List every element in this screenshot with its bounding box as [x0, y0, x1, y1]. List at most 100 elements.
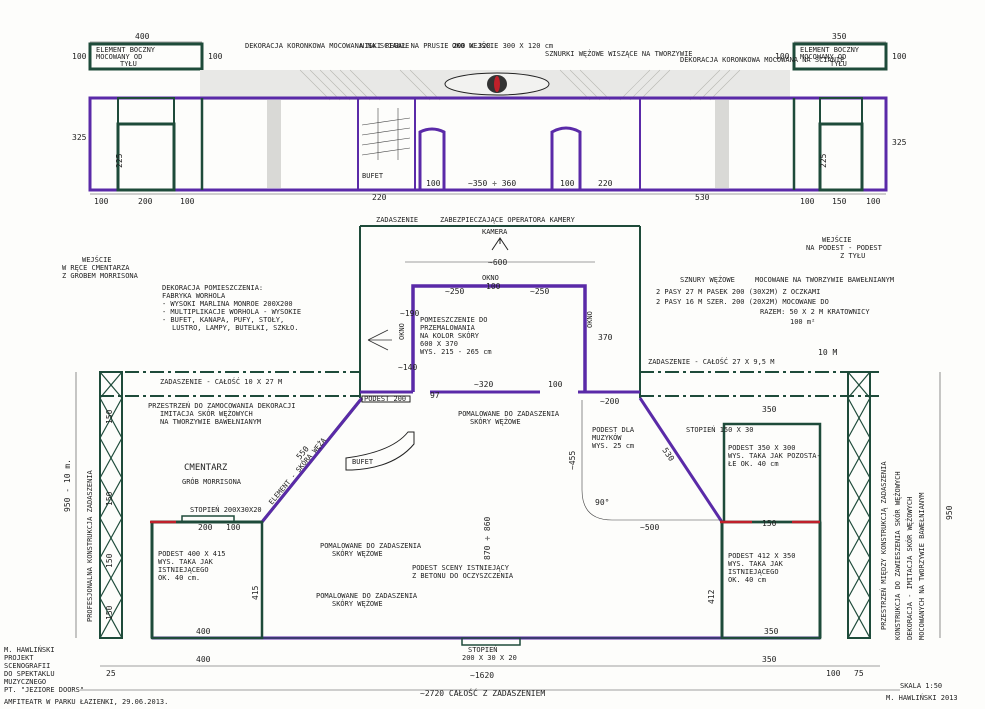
podest-left-1: PODEST 400 X 415 [158, 550, 225, 558]
decor-note-3: - WYSOKI MARLINA MONROE 200X200 [162, 300, 293, 308]
right-entrance-3: Z TYŁU [840, 252, 865, 260]
right-block-height-dim-2: 100 [892, 52, 907, 61]
footer-line: DO SPEKTAKLU [4, 670, 55, 678]
height-left-dim: 325 [72, 133, 87, 142]
paint-room [411, 284, 587, 392]
space-note-2: IMITACJA SKÓR WĘŻOWYCH [160, 409, 253, 418]
right-door-top [819, 97, 863, 125]
dim-140: ~140 [398, 363, 417, 372]
bottom-dim: 100 [94, 197, 109, 206]
grave-label: CMENTARZ [184, 463, 228, 473]
room-note-3: NA KOLOR SKÓRY [420, 331, 480, 340]
snake-note: ELEMENT - SKÓRA WĘŻA [267, 435, 329, 506]
shelves-icon [361, 108, 411, 160]
right-element-label: ELEMENT BOCZNY [800, 46, 860, 54]
roof-note-prefix: ZADASZENIE [376, 216, 418, 224]
left-truss [99, 371, 123, 639]
right-entrance-1: WEJŚCIE [822, 235, 852, 244]
decor-note-5: - BUFET, KANAPA, PUFY, STOŁY, [162, 316, 284, 324]
bottom-dim: 200 [138, 197, 153, 206]
roof-note: ZABEZPIECZAJĄCE OPERATORA KAMERY [440, 216, 576, 224]
dim-200-c: 200 [198, 523, 213, 532]
decor-column-left [267, 100, 281, 188]
music-1: PODEST DLA [592, 426, 635, 434]
decor-note-6: LUSTRO, LAMPY, BUTELKI, SZKŁO. [172, 324, 298, 332]
left-entrance-2: W RĘCE CMENTARZA [62, 264, 130, 272]
right-element-label-2: MOCOWANY OD [800, 53, 846, 61]
truss-dim: 150 [105, 605, 114, 620]
dim-100-a: 100 [426, 179, 441, 188]
podest-left-4: OK. 40 cm. [158, 574, 200, 582]
truss-dim: 150 [105, 553, 114, 568]
dim-100-c: 100 [548, 380, 563, 389]
paint-note-bottom-1: POMALOWANE DO ZADASZENIA [316, 592, 418, 600]
podest-right-2: WYS. TAKA JAK POZOSTA- [728, 452, 821, 460]
stopien-bottom [461, 637, 521, 646]
camera-label: KAMERA [482, 228, 508, 236]
space-note-1: PRZESTRZEŃ DO ZAMOCOWANIA DEKORACJI [148, 401, 296, 410]
elevation-view: ELEMENT BOCZNY MOCOWANY OD TYŁU ELEMENT … [72, 32, 907, 206]
side-window-right: OKNO [586, 311, 594, 328]
bottom-plan-dim: 400 [196, 655, 211, 664]
elevation-frame [88, 96, 888, 192]
stage-right-diagonal [638, 397, 724, 523]
decor-note-2: FABRYKA WORHOLA [162, 292, 226, 300]
decor-note-1: DEKORACJA POMIESZCZENIA: [162, 284, 263, 292]
entrance-arrow-icon [367, 329, 392, 351]
grave-label-2: GRÓB MORRISONA [182, 477, 242, 486]
paint-note-1: POMALOWANE DO ZADASZENIA [458, 410, 560, 418]
plan-bufet-label: BUFET [352, 458, 374, 466]
truss-dim: 150 [105, 491, 114, 506]
center-note-1: PODEST SCENY ISTNIEJĄCY [412, 564, 510, 572]
inner-height-left: 225 [115, 153, 124, 168]
dim-400: 400 [196, 627, 211, 636]
paint-note-left-1: POMALOWANE DO ZADASZENIA [320, 542, 422, 550]
window-label: OKNO [482, 274, 499, 282]
dim-200-a: ~200 [600, 397, 619, 406]
music-2: MUZYKÓW [592, 433, 622, 442]
footer-line: AMFITEATR W PARKU ŁAZIENKI, 29.06.2013. [4, 698, 168, 706]
left-arch [418, 127, 446, 190]
bottom-plan-dim: 25 [106, 669, 116, 678]
dim-100-e: 100 [226, 523, 241, 532]
room-note-2: PRZEMALOWANIA [420, 324, 476, 332]
left-entrance-1: WEJŚCIE [82, 255, 112, 264]
podest-top-label: PODEST 200 [364, 395, 406, 403]
dim-870: 870 ÷ 860 [483, 516, 492, 560]
left-entrance-3: Z GROBEM MORRISONA [62, 272, 139, 280]
dim-150-a: 150 [762, 519, 777, 528]
right-entrance-2: NA PODEST - PODEST [806, 244, 883, 252]
signature: M. HAWLIŃSKI 2013 [886, 693, 958, 702]
paint-note-left-2: SKÓRY WĘŻOWE [332, 549, 383, 558]
left-element-label: ELEMENT BOCZNY [96, 46, 156, 54]
dim-350-a: 350 [762, 405, 777, 414]
inner-height-right: 225 [819, 153, 828, 168]
bottom-plan-dim: 350 [762, 655, 777, 664]
bufet-shape [345, 431, 415, 471]
footer-line: SCENOGRAFII [4, 662, 50, 670]
scale-label: SKALA 1:50 [900, 682, 942, 690]
bottom-dim: 100 [866, 197, 881, 206]
elevation-bufet-label: BUFET [362, 172, 384, 180]
roof-right-m: 10 M [818, 348, 837, 357]
dim-250-b: ~250 [530, 287, 549, 296]
left-truss-label: PROFESJONALNA KONSTRUKCJA ZADASZENIA [86, 469, 94, 622]
footer-line: MUZYCZNEGO [4, 678, 46, 686]
bottom-dim: 100 [180, 197, 195, 206]
podest-right-3: ŁE OK. 40 cm [727, 460, 779, 468]
dim-530: 530 [695, 193, 710, 202]
right-element-label-3: TYŁU [830, 60, 847, 68]
shelves-note: NISKI REGAŁ NA PRUSIE 200 X 320 [360, 42, 491, 50]
dim-97: 97 [430, 391, 440, 400]
podest-br-4: OK. 40 cm [728, 576, 766, 584]
dim-415: 415 [251, 585, 260, 600]
curtain-note-2: MOCOWANE NA TWORZYWIE BAWEŁNIANYM [755, 276, 894, 284]
podest-top-rect [361, 395, 411, 403]
podest-br-3: ISTNIEJĄCEGO [728, 568, 779, 576]
left-side-dim: 950 - 10 m. [63, 459, 72, 512]
podest-br-2: WYS. TAKA JAK [728, 560, 784, 568]
curtain-note-5: RAZEM: 50 X 2 M KRATOWNICY [760, 308, 870, 316]
curtain-note-6: 100 m² [790, 318, 815, 326]
